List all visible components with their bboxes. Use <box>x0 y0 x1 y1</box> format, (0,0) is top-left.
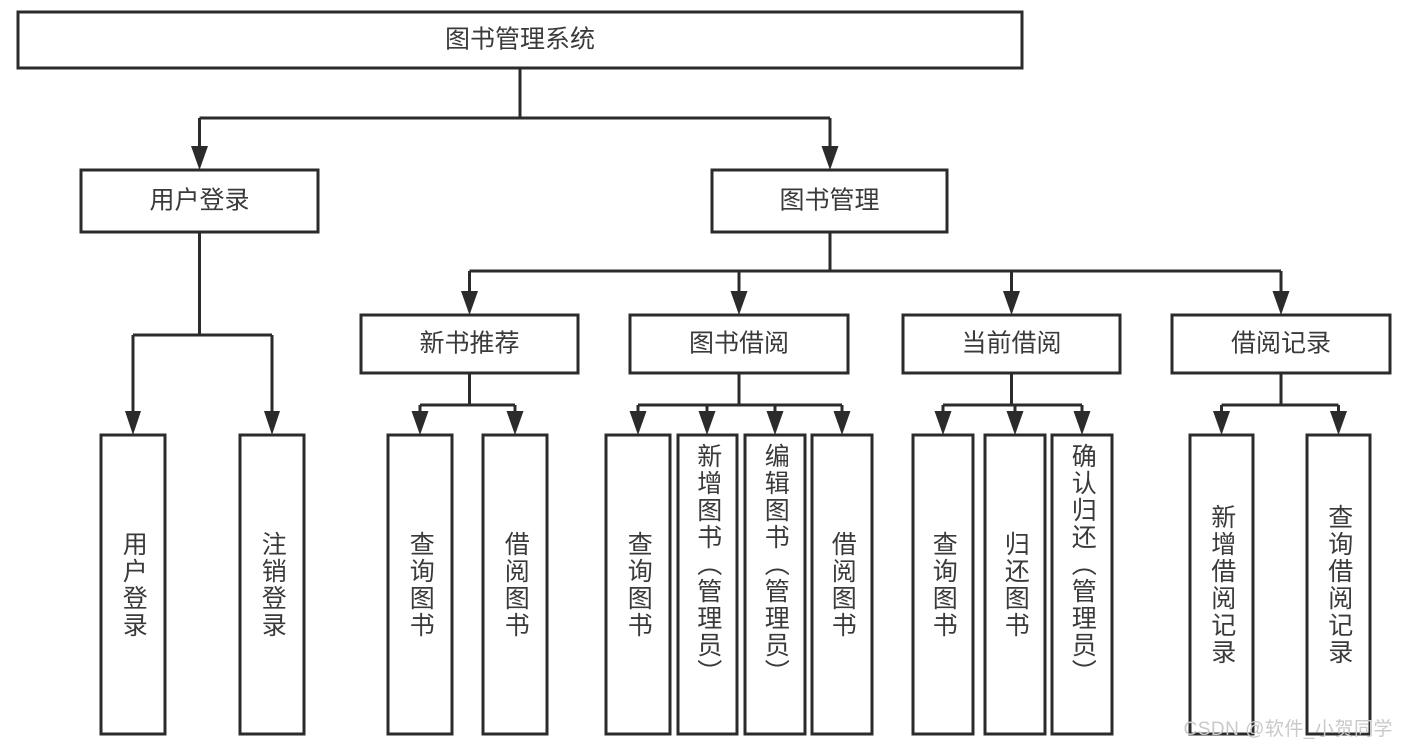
leaf-borrow-book-2-box[interactable] <box>810 433 874 736</box>
leaf-add-book-box[interactable] <box>676 433 739 736</box>
node-book-manage[interactable]: 图书管理 <box>710 168 949 234</box>
leaf-add-record-box[interactable] <box>1188 433 1255 736</box>
leaf-query-record-box[interactable] <box>1305 433 1372 736</box>
connector-group-book-borrow <box>629 373 851 435</box>
node-root[interactable]: 图书管理系统 <box>16 10 1024 70</box>
node-new-book-rec-box[interactable] <box>359 313 580 375</box>
node-current-borrow-label: 当前借阅 <box>961 330 1061 358</box>
connector-group-book-manage <box>461 232 1290 315</box>
leaf-confirm-return-box[interactable] <box>1050 433 1114 736</box>
leaf-edit-book-box[interactable] <box>743 433 807 736</box>
node-new-book-rec-label: 新书推荐 <box>419 330 519 358</box>
connector-group-user-login <box>125 232 280 435</box>
node-new-book-rec[interactable]: 新书推荐 <box>359 313 580 375</box>
node-borrow-record-box[interactable] <box>1170 313 1392 375</box>
arrow-head-leaf-confirm-return <box>1073 411 1091 435</box>
node-borrow-record[interactable]: 借阅记录 <box>1170 313 1392 375</box>
leaf-user-logout-box[interactable] <box>238 433 306 736</box>
node-root-box[interactable] <box>16 10 1024 70</box>
node-root-label: 图书管理系统 <box>445 26 595 54</box>
leaf-query-book-3-box[interactable] <box>911 433 975 736</box>
arrow-head-borrow-record <box>1272 291 1290 315</box>
node-user-login-box[interactable] <box>79 168 320 234</box>
leaf-boxes <box>99 433 1372 736</box>
node-book-borrow-label: 图书借阅 <box>689 330 789 358</box>
node-book-manage-label: 图书管理 <box>779 187 879 215</box>
node-book-borrow[interactable]: 图书借阅 <box>628 313 850 375</box>
arrow-head-leaf-add-book <box>698 411 716 435</box>
arrow-head-leaf-borrow-book-2 <box>833 411 851 435</box>
node-current-borrow-box[interactable] <box>901 313 1122 375</box>
arrow-head-new-book-rec <box>461 291 478 315</box>
leaf-return-book-box[interactable] <box>983 433 1047 736</box>
csdn-watermark: CSDN @软件_小贺同学 <box>1183 719 1393 740</box>
node-book-borrow-box[interactable] <box>628 313 850 375</box>
arrow-head-leaf-user-logout <box>264 411 280 435</box>
leaf-query-book-2-box[interactable] <box>604 433 672 736</box>
arrow-head-current-borrow <box>1003 291 1020 315</box>
arrow-head-leaf-user-login <box>125 411 141 435</box>
arrow-head-book-borrow <box>730 291 748 315</box>
connector-group-current-borrow <box>934 373 1091 435</box>
leaf-user-login-box[interactable] <box>99 433 167 736</box>
arrow-head-leaf-query-book-2 <box>629 411 647 435</box>
arrow-head-leaf-query-book-3 <box>934 411 952 435</box>
node-user-login-label: 用户登录 <box>149 187 249 215</box>
arrow-head-user-login <box>191 146 208 170</box>
connector-group-borrow-record <box>1213 373 1347 435</box>
node-borrow-record-label: 借阅记录 <box>1231 330 1331 358</box>
node-current-borrow[interactable]: 当前借阅 <box>901 313 1122 375</box>
arrow-head-leaf-borrow-book-1 <box>506 411 524 435</box>
node-book-manage-box[interactable] <box>710 168 949 234</box>
connector-group-new-book-rec <box>411 373 524 435</box>
arrow-head-leaf-add-record <box>1213 411 1230 435</box>
arrow-head-leaf-query-record <box>1330 411 1347 435</box>
arrow-head-book-manage <box>821 146 839 170</box>
arrow-head-leaf-query-book-1 <box>411 411 429 435</box>
connector-group-root <box>191 68 839 170</box>
leaf-query-book-1-box[interactable] <box>386 433 454 736</box>
arrow-head-leaf-return-book <box>1006 411 1024 435</box>
leaf-borrow-book-1-box[interactable] <box>481 433 549 736</box>
arrow-head-leaf-edit-book <box>766 411 784 435</box>
node-user-login[interactable]: 用户登录 <box>79 168 320 234</box>
